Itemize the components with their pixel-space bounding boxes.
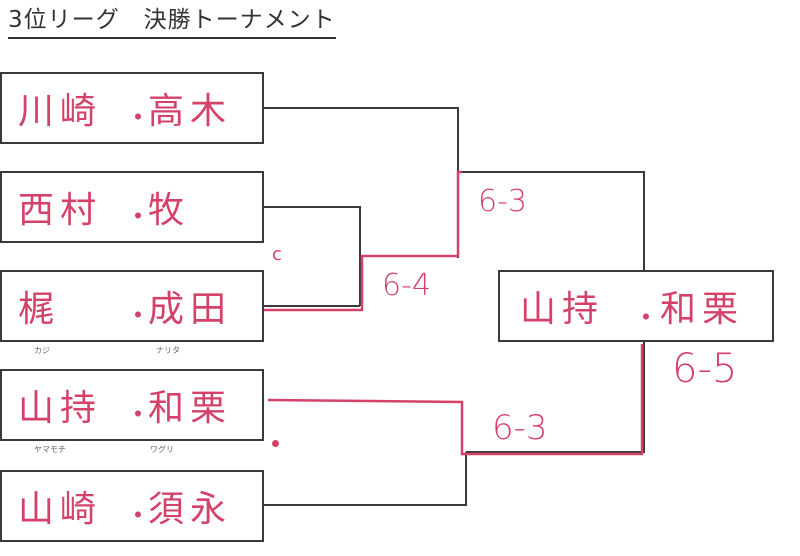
entry-box-1: 川崎 ・ 高木 [0,72,264,144]
entry-1-left-name: 川崎 [18,91,103,132]
mark-c: c [272,244,282,265]
bracket-line-r1-mid [264,206,361,306]
score-semi-top: 6-3 [478,184,527,219]
entry-3-ruby-right: ナリタ [156,346,180,355]
ink-dot-icon [272,440,279,447]
bracket-line-r1-bottom [264,452,467,506]
entry-2-left-name: 西村 [18,190,103,231]
winner-box: 山持 ・ 和栗 [498,270,774,342]
score-semi-bottom: 6-3 [492,408,548,448]
entry-3-ruby-left: カジ [34,346,50,355]
entry-5-separator: ・ [124,499,153,532]
winner-right-name: 和栗 [660,289,745,330]
entry-4-separator: ・ [124,398,153,431]
entry-box-3: 梶 ・ 成田 [0,270,264,342]
winner-line-quarter [264,170,462,312]
entry-4-ruby-left: ヤマモチ [34,445,66,454]
page-title: 3位リーグ 決勝トーナメント [8,4,336,39]
entry-4-right-name: 和栗 [148,388,233,429]
entry-1-separator: ・ [124,101,153,134]
entry-2-right-name: 牧 [148,190,191,231]
winner-line-path [267,344,644,456]
entry-box-5: 山崎 ・ 須永 [0,470,264,542]
entry-3-separator: ・ [124,299,153,332]
entry-4-ruby-right: ワグリ [150,445,174,454]
entry-box-4: 山持 ・ 和栗 [0,369,264,441]
score-final: 6-5 [672,346,738,392]
bracket-line-semi-bottom [466,342,645,453]
entry-2-separator: ・ [124,200,153,233]
winner-separator: ・ [632,301,661,334]
entry-4-left-name: 山持 [18,388,103,429]
winner-left-name: 山持 [520,289,605,330]
entry-5-left-name: 山崎 [18,489,103,530]
score-quarter: 6-4 [382,268,431,303]
entry-box-2: 西村 ・ 牧 [0,171,264,243]
entry-1-right-name: 高木 [148,91,233,132]
entry-3-left-name: 梶 [18,289,61,330]
entry-3-right-name: 成田 [148,289,233,330]
entry-5-right-name: 須永 [148,489,233,530]
bracket-line-semi-top [458,171,645,306]
